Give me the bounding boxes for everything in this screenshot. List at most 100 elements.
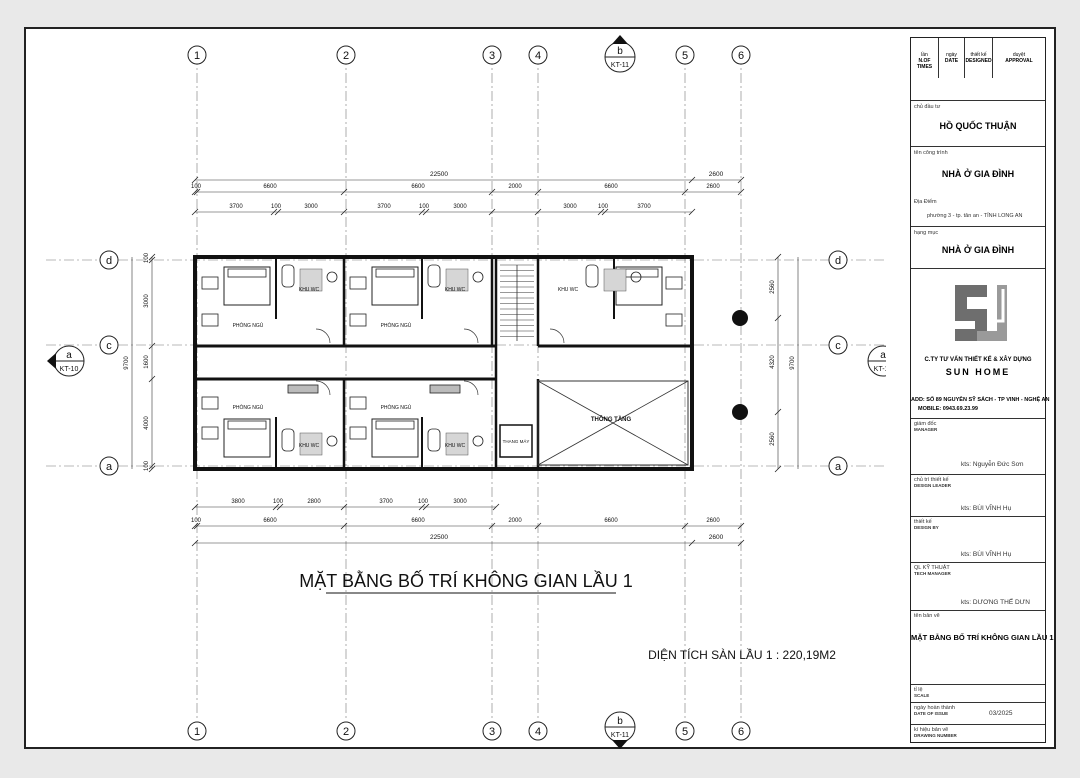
grid-bubble-6 xyxy=(731,45,751,65)
section-b-arrow xyxy=(612,35,628,44)
bathtub xyxy=(427,428,441,452)
grid-bubble-4 xyxy=(528,45,548,65)
location-value: phường 3 - tp. tân an - TỈNH LONG AN xyxy=(927,213,1023,219)
lift-label: THANG MÁY xyxy=(503,438,530,444)
item-name: NHÀ Ở GIA ĐÌNH xyxy=(941,245,1015,255)
dim-left: 3000 xyxy=(144,294,150,308)
grid-bubble-d xyxy=(828,250,848,270)
dim-top-row2: 6600 xyxy=(411,184,425,190)
dim-tick xyxy=(191,176,199,184)
dim-tick xyxy=(422,208,430,216)
dim-right: 2560 xyxy=(770,432,776,446)
grid-bubble-c xyxy=(99,335,119,355)
date-cell: ngày hoàn thành DATE OF ISSUE 03/2025 xyxy=(911,702,1045,724)
grid-label-5: 5 xyxy=(682,726,688,738)
wc-label: KHU WC xyxy=(299,287,320,293)
bed xyxy=(371,266,419,306)
dim-top-row3: 3000 xyxy=(304,204,318,210)
void-label: THÔNG TẦNG xyxy=(591,415,632,423)
grid-label-2: 2 xyxy=(343,726,349,738)
dim-tick xyxy=(488,208,496,216)
dim-tick xyxy=(340,208,348,216)
dim-tick xyxy=(193,522,201,530)
dim-tick xyxy=(737,539,745,547)
grid-label-c: c xyxy=(106,340,112,352)
dim-left: 100 xyxy=(144,252,150,263)
dim-top-row3: 3700 xyxy=(377,204,391,210)
bed-pillow xyxy=(375,268,415,278)
leader-name: kts: BÙI VĨNH Hụ xyxy=(961,505,1012,512)
designer-label: thiết kế xyxy=(914,519,932,525)
furniture-chair xyxy=(201,276,219,290)
dim-left-total: 9700 xyxy=(124,356,130,370)
grid-label-d: d xyxy=(835,255,841,267)
dim-top-row2: 2000 xyxy=(508,184,522,190)
dim-tick xyxy=(534,188,542,196)
dim-top-row2: 6600 xyxy=(604,184,618,190)
dim-tick xyxy=(492,503,500,511)
dim-tick xyxy=(148,256,156,264)
furniture-chair xyxy=(665,276,683,290)
owner-label: chủ đầu tư xyxy=(914,104,941,110)
dim-top-total: 22500 xyxy=(430,171,448,178)
wc-tile xyxy=(445,268,469,292)
dim-bottom-row1: 3800 xyxy=(231,499,245,505)
furniture-chair xyxy=(349,276,367,290)
manager-cell: giám đốc MANAGER kts: Nguyễn Đức Sơn xyxy=(911,418,1045,474)
furniture-chair xyxy=(349,313,367,327)
leader-label-en: DESIGN LEADER xyxy=(914,483,952,488)
grid-bubble-a xyxy=(99,456,119,476)
section-a-letter: a xyxy=(66,350,72,361)
section-a-ref: KT-10 xyxy=(874,366,886,373)
dim-tick xyxy=(191,522,199,530)
dim-tick xyxy=(276,503,284,511)
grid-bubble-5 xyxy=(675,45,695,65)
dim-tick xyxy=(681,188,689,196)
wc-label: KHU WC xyxy=(299,443,320,449)
bed xyxy=(371,418,419,458)
company-name: SUN HOME xyxy=(945,367,1011,377)
dim-tick xyxy=(191,208,199,216)
bathtub xyxy=(427,264,441,288)
grid-bubble-c xyxy=(828,335,848,355)
dim-tick xyxy=(688,539,696,547)
dim-bottom-row1: 100 xyxy=(273,499,284,505)
door-swing xyxy=(315,328,331,344)
company-label: C.TY TƯ VẤN THIẾT KẾ & XÂY DỰNG xyxy=(924,357,1032,363)
grid-bubble-d xyxy=(99,250,119,270)
tech-cell: QL KỸ THUẬT TECH MANAGER kts: DƯƠNG THẾ … xyxy=(911,562,1045,610)
designer-label-en: DESIGN BY xyxy=(914,525,939,530)
leader-cell: chủ trì thiết kế DESIGN LEADER kts: BÙI … xyxy=(911,474,1045,516)
toilet xyxy=(472,271,484,283)
project-label: tên công trình xyxy=(914,150,948,156)
bed xyxy=(223,266,271,306)
dim-tick xyxy=(274,208,282,216)
owner-name: HỒ QUỐC THUẬN xyxy=(939,121,1017,131)
designer-cell: thiết kế DESIGN BY kts: BÙI VĨNH Hụ xyxy=(911,516,1045,562)
dim-top-row2: 2600 xyxy=(706,184,720,190)
section-a-letter: a xyxy=(880,350,886,361)
grid-label-4: 4 xyxy=(535,726,541,738)
bedroom-label: PHÒNG NGỦ xyxy=(381,322,412,329)
furniture-chair xyxy=(201,313,219,327)
dim-tick xyxy=(774,408,782,416)
company-cell: C.TY TƯ VẤN THIẾT KẾ & XÂY DỰNG SUN HOME… xyxy=(911,268,1049,418)
dim-bottom-row1: 100 xyxy=(418,499,429,505)
date-value: 03/2025 xyxy=(989,710,1013,717)
dim-top-row3: 100 xyxy=(419,204,430,210)
drawing-title: MẶT BẰNG BỐ TRÍ KHÔNG GIAN LẦU 1 xyxy=(299,570,632,591)
void-outline xyxy=(537,380,689,466)
dim-right: 2560 xyxy=(770,280,776,294)
leader-label: chủ trì thiết kế xyxy=(914,477,949,483)
section-b-letter: b xyxy=(617,46,623,57)
sun-home-logo xyxy=(947,281,1011,345)
dim-top-row3: 3700 xyxy=(637,204,651,210)
bed-pillow xyxy=(227,268,267,278)
wc-label: KHU WC xyxy=(558,287,579,293)
door-swing xyxy=(463,380,479,396)
grid-bubble-4 xyxy=(528,721,548,741)
